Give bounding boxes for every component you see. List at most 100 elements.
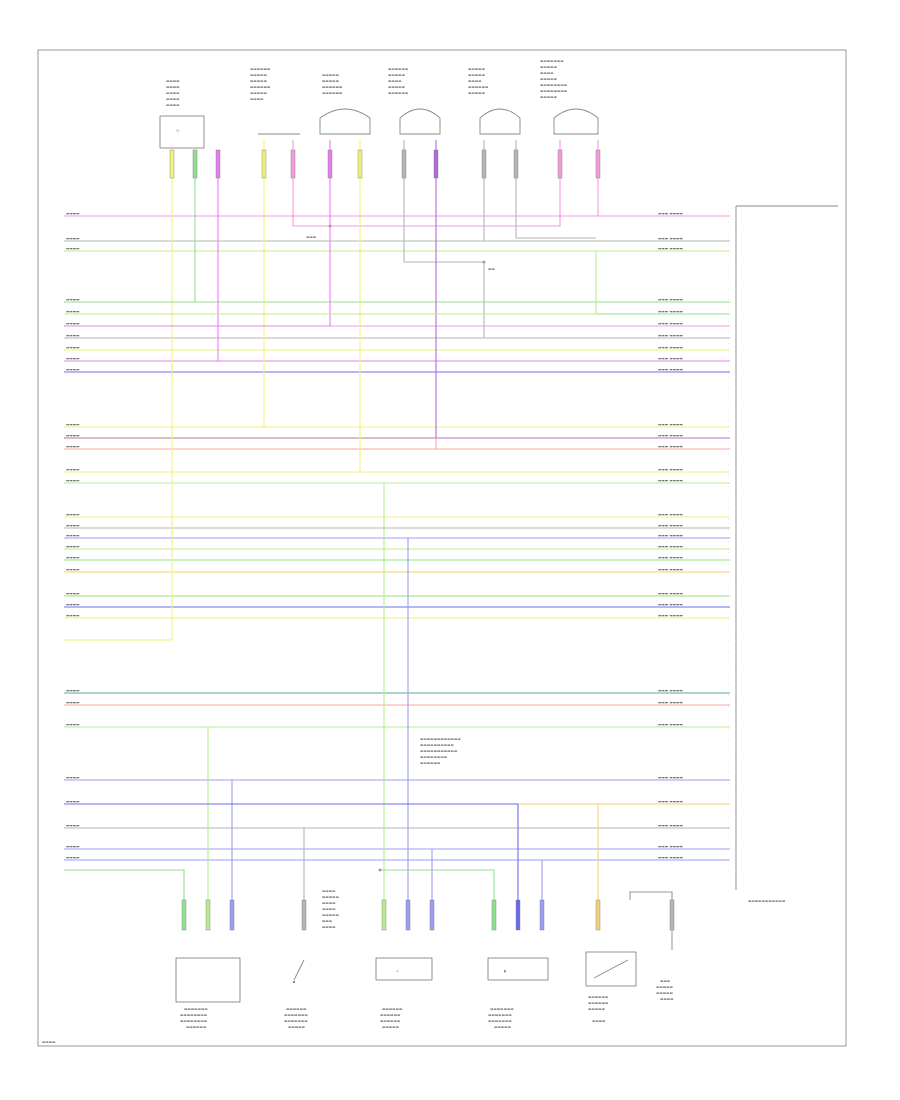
pin-tick: ‐ — [728, 517, 729, 521]
pin-tick: ‐ — [728, 869, 729, 873]
pin-tick: ‐ — [742, 319, 743, 323]
wire-label-mark: ▬▬▬▬ — [66, 368, 80, 372]
pin-tick: ‐ — [742, 682, 743, 686]
wire-label-mark: ▬▬▬▬ — [66, 298, 80, 302]
svg-text:▬▬▬▬▬▬▬▬: ▬▬▬▬▬▬▬▬ — [180, 1013, 208, 1017]
pin-tick: ‐ — [742, 781, 743, 785]
pin-tick: ‐ — [742, 495, 743, 499]
svg-text:⊥: ⊥ — [396, 969, 399, 973]
wire-label-mark: ▬▬▬ ▬▬▬▬ — [658, 468, 684, 472]
svg-text:▬▬▬▬▬▬: ▬▬▬▬▬▬ — [380, 1013, 401, 1017]
pin-tick: ‐ — [728, 583, 729, 587]
svg-text:▬▬▬▬▬: ▬▬▬▬▬ — [468, 73, 486, 77]
svg-text:▬▬▬▬▬: ▬▬▬▬▬ — [656, 991, 674, 995]
connector-stub — [192, 149, 198, 179]
connector-stub — [595, 899, 601, 931]
connector-stub — [290, 149, 296, 179]
component-b2: ▬▬▬▬▬▬▬▬▬▬▬▬▬ ▬▬▬▬▬▬▬▬▬▬▬▬ — [284, 959, 308, 1029]
wire-label-mark: ▬▬▬ ▬▬▬▬ — [658, 322, 684, 326]
wire-label-mark: ▬▬▬▬ — [66, 701, 80, 705]
svg-text:▬▬▬▬▬▬: ▬▬▬▬▬▬ — [380, 1019, 401, 1023]
svg-text:▬▬▬▬▬▬: ▬▬▬▬▬▬ — [588, 995, 609, 999]
svg-text:▬▬▬▬▬: ▬▬▬▬▬ — [388, 73, 406, 77]
pin-tick: ‐ — [742, 242, 743, 246]
connector-stub — [181, 899, 187, 931]
wire-run — [515, 140, 596, 239]
svg-text:▬▬▬▬▬: ▬▬▬▬▬ — [540, 95, 558, 99]
svg-text:▬▬▬▬▬▬: ▬▬▬▬▬▬ — [420, 761, 441, 765]
connector-stub — [381, 899, 387, 931]
svg-text:▬▬▬: ▬▬▬ — [306, 235, 317, 239]
wire-run — [383, 482, 730, 900]
wire-label-mark: ▬▬▬▬ — [66, 689, 80, 693]
wire-label-mark: ▬▬▬ ▬▬▬▬ — [658, 845, 684, 849]
pin-tick: ‐ — [742, 825, 743, 829]
wire-run — [435, 438, 730, 450]
svg-text:▬▬▬▬▬: ▬▬▬▬▬ — [322, 73, 340, 77]
wire-label-mark: ▬▬▬ ▬▬▬▬ — [658, 800, 684, 804]
pin-tick: ‐ — [742, 627, 743, 631]
component-c2: ▬▬▬▬▬▬▬▬▬▬▬ ▬▬▬▬▬▬▬▬▬▬▬ ▬▬▬▬▬▬▬▬▬ — [250, 67, 300, 135]
wire-label-mark: ▬▬▬ ▬▬▬▬ — [658, 592, 684, 596]
wire-label-mark: ▬▬▬▬ — [66, 479, 80, 483]
pin-tick: ‐ — [728, 803, 729, 807]
pin-tick: ‐ — [728, 385, 729, 389]
svg-text:▬▬▬▬▬▬: ▬▬▬▬▬▬ — [250, 85, 271, 89]
pin-tick: ‐ — [742, 209, 743, 213]
svg-text:▬▬▬▬▬▬▬▬: ▬▬▬▬▬▬▬▬ — [540, 89, 568, 93]
wire-run — [64, 150, 196, 303]
svg-text:▬▬▬▬▬▬: ▬▬▬▬▬▬ — [588, 1001, 609, 1005]
wire-label-mark: ▬▬▬ ▬▬▬▬ — [658, 423, 684, 427]
wire-label-mark: ▬▬▬▬ — [66, 800, 80, 804]
svg-text:▬▬▬▬▬▬▬▬: ▬▬▬▬▬▬▬▬ — [540, 83, 568, 87]
component-b5: ▬▬▬▬▬▬▬▬▬▬▬▬ ▬▬▬▬▬▬▬▬▬ — [585, 951, 637, 1023]
wire-label-mark: ▬▬▬ ▬▬▬▬ — [658, 776, 684, 780]
svg-text:▬▬▬▬: ▬▬▬▬ — [660, 997, 674, 1001]
component-c4: ▬▬▬▬▬▬▬▬▬▬▬ ▬▬▬▬▬▬▬▬▬ ▬▬▬▬▬▬ — [388, 67, 441, 135]
svg-text:▬▬▬▬▬: ▬▬▬▬▬ — [468, 67, 486, 71]
connector-stub — [205, 899, 211, 931]
wire-label-mark: ▬▬▬▬ — [66, 545, 80, 549]
wire-run — [64, 140, 331, 327]
pin-tick: ‐ — [742, 671, 743, 675]
pin-tick: ‐ — [728, 506, 729, 510]
wire-run — [359, 140, 730, 473]
splice-point — [378, 868, 382, 872]
svg-text:▬▬▬▬▬▬: ▬▬▬▬▬▬ — [186, 1025, 207, 1029]
pin-tick: ‐ — [728, 748, 729, 752]
wire-run — [597, 803, 730, 900]
pin-tick: ‐ — [742, 407, 743, 411]
pin-tick: ‐ — [742, 660, 743, 664]
wire-label-mark: ▬▬▬ ▬▬▬▬ — [658, 723, 684, 727]
pin-tick: ‐ — [728, 264, 729, 268]
pin-tick: ‐ — [742, 429, 743, 433]
wire-run — [407, 537, 730, 900]
wire-run — [541, 859, 730, 900]
svg-text:▬▬▬▬▬▬: ▬▬▬▬▬▬ — [388, 91, 409, 95]
svg-text:▬▬▬: ▬▬▬ — [660, 979, 671, 983]
pin-tick: ‐ — [728, 363, 729, 367]
wire-label-mark: ▬▬▬▬ — [66, 723, 80, 727]
wire-label-mark: ▬▬▬▬ — [66, 212, 80, 216]
pin-tick: ‐ — [742, 759, 743, 763]
connector-stub — [357, 149, 363, 179]
svg-text:▬▬▬▬: ▬▬▬▬ — [166, 97, 180, 101]
svg-text:▬▬▬▬▬▬▬: ▬▬▬▬▬▬▬ — [184, 1007, 208, 1011]
wire-run — [403, 140, 485, 338]
svg-text:▬▬▬▬▬▬: ▬▬▬▬▬▬ — [286, 1007, 307, 1011]
svg-text:▬▬▬▬▬: ▬▬▬▬▬ — [540, 77, 558, 81]
pin-tick: ‐ — [742, 231, 743, 235]
diagram-frame — [37, 49, 847, 1047]
svg-text:▬▬▬▬: ▬▬▬▬ — [166, 79, 180, 83]
connector-stub — [169, 149, 175, 179]
pin-tick: ‐ — [742, 385, 743, 389]
connector-stub — [301, 899, 307, 931]
svg-text:▬▬▬▬▬▬: ▬▬▬▬▬▬ — [388, 67, 409, 71]
wire-run — [292, 140, 561, 227]
wire-label-mark: ▬▬▬▬ — [66, 310, 80, 314]
wire-label-mark: ▬▬▬ ▬▬▬▬ — [658, 247, 684, 251]
pin-tick: ‐ — [742, 253, 743, 257]
wire-label-mark: ▬▬▬ ▬▬▬▬ — [658, 334, 684, 338]
pin-tick: ‐ — [742, 517, 743, 521]
svg-text:▬▬▬▬: ▬▬▬▬ — [166, 85, 180, 89]
